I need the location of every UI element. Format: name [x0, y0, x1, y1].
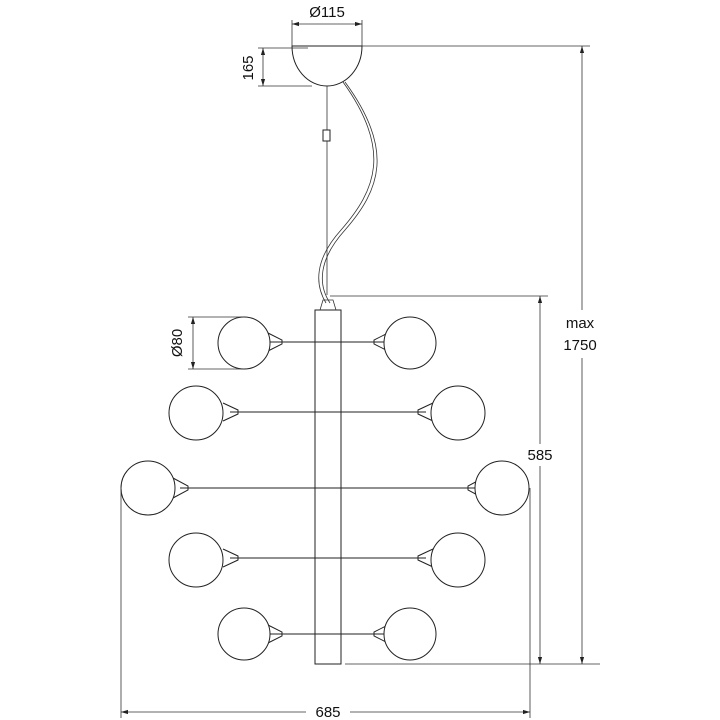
canopy-diameter-label: Ø115	[309, 4, 345, 21]
suspension-cable	[318, 81, 378, 304]
globe-diameter-label: Ø80	[169, 329, 186, 357]
globes-left	[120, 316, 283, 661]
canopy	[291, 45, 363, 87]
canopy-height-label: 165	[240, 55, 257, 80]
max-height-dimension: max 1750	[362, 45, 608, 664]
overall-width-label: 685	[315, 704, 340, 720]
max-label: max	[566, 315, 595, 332]
arms	[180, 341, 476, 635]
central-body	[314, 309, 342, 665]
body-height-dimension: 585	[330, 295, 600, 665]
overall-width-dimension: 685	[120, 488, 531, 720]
canopy-width-dimension: Ø115	[291, 4, 363, 46]
globe-diameter-dimension: Ø80	[169, 316, 244, 370]
globes-right	[373, 316, 530, 661]
max-value-label: 1750	[563, 337, 596, 354]
body-height-label: 585	[527, 447, 552, 464]
canopy-height-dimension: 165	[240, 47, 312, 87]
